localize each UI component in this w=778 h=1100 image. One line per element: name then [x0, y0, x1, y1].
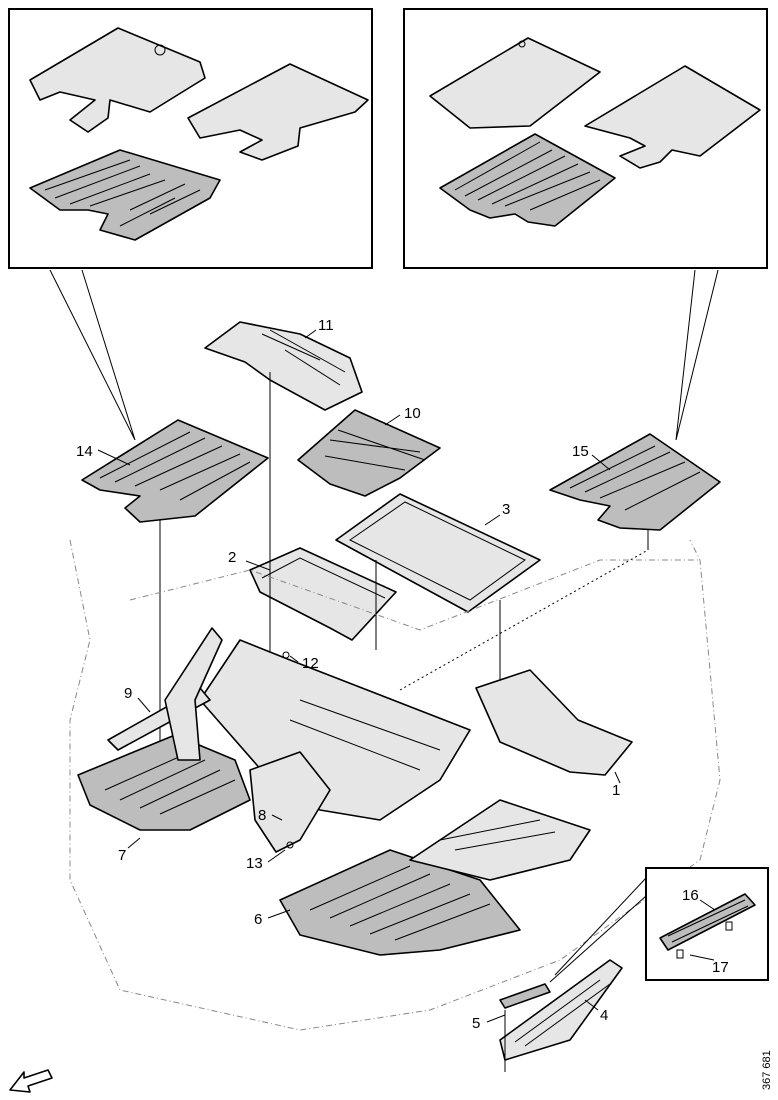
label-part-12: 12: [302, 655, 319, 672]
label-part-6: 6: [254, 911, 262, 928]
label-part-10: 10: [404, 405, 421, 422]
detail-box-16-17: [549, 867, 769, 983]
part-11-panel: [204, 321, 363, 411]
label-part-8: 8: [258, 807, 266, 824]
floor-assembly: [77, 627, 633, 956]
figure-code: 367 681: [761, 1050, 773, 1090]
part-2-bracket: [249, 547, 397, 641]
part-4-step-cover: [499, 959, 623, 1061]
label-part-11: 11: [318, 317, 334, 334]
label-leaders: [97, 329, 716, 1023]
part-14-mat: [81, 419, 269, 523]
label-part-16: 16: [682, 887, 699, 904]
detail-box-right: [403, 8, 768, 269]
label-part-17: 17: [712, 959, 729, 976]
part-5-step-trim: [499, 983, 551, 1072]
label-part-7: 7: [118, 847, 126, 864]
part-3-panel: [335, 493, 541, 613]
detail-box-left: [8, 8, 373, 269]
label-part-4: 4: [600, 1007, 608, 1024]
front-direction-arrow-icon: [9, 1069, 53, 1093]
leader-lines: [49, 269, 719, 441]
label-part-9: 9: [124, 685, 132, 702]
label-part-3: 3: [502, 501, 510, 518]
part-15-mat: [549, 433, 721, 531]
label-part-5: 5: [472, 1015, 480, 1032]
part-labels: 1 2 3 4 5 6 7 8 9 10 11 12 13 14 15 16 1…: [76, 317, 729, 1032]
label-part-2: 2: [228, 549, 236, 566]
part-10-mat: [297, 409, 441, 497]
label-part-1: 1: [612, 782, 620, 799]
label-part-15: 15: [572, 443, 589, 460]
cab-outline: [69, 539, 721, 1031]
label-part-13: 13: [246, 855, 263, 872]
label-part-14: 14: [76, 443, 93, 460]
